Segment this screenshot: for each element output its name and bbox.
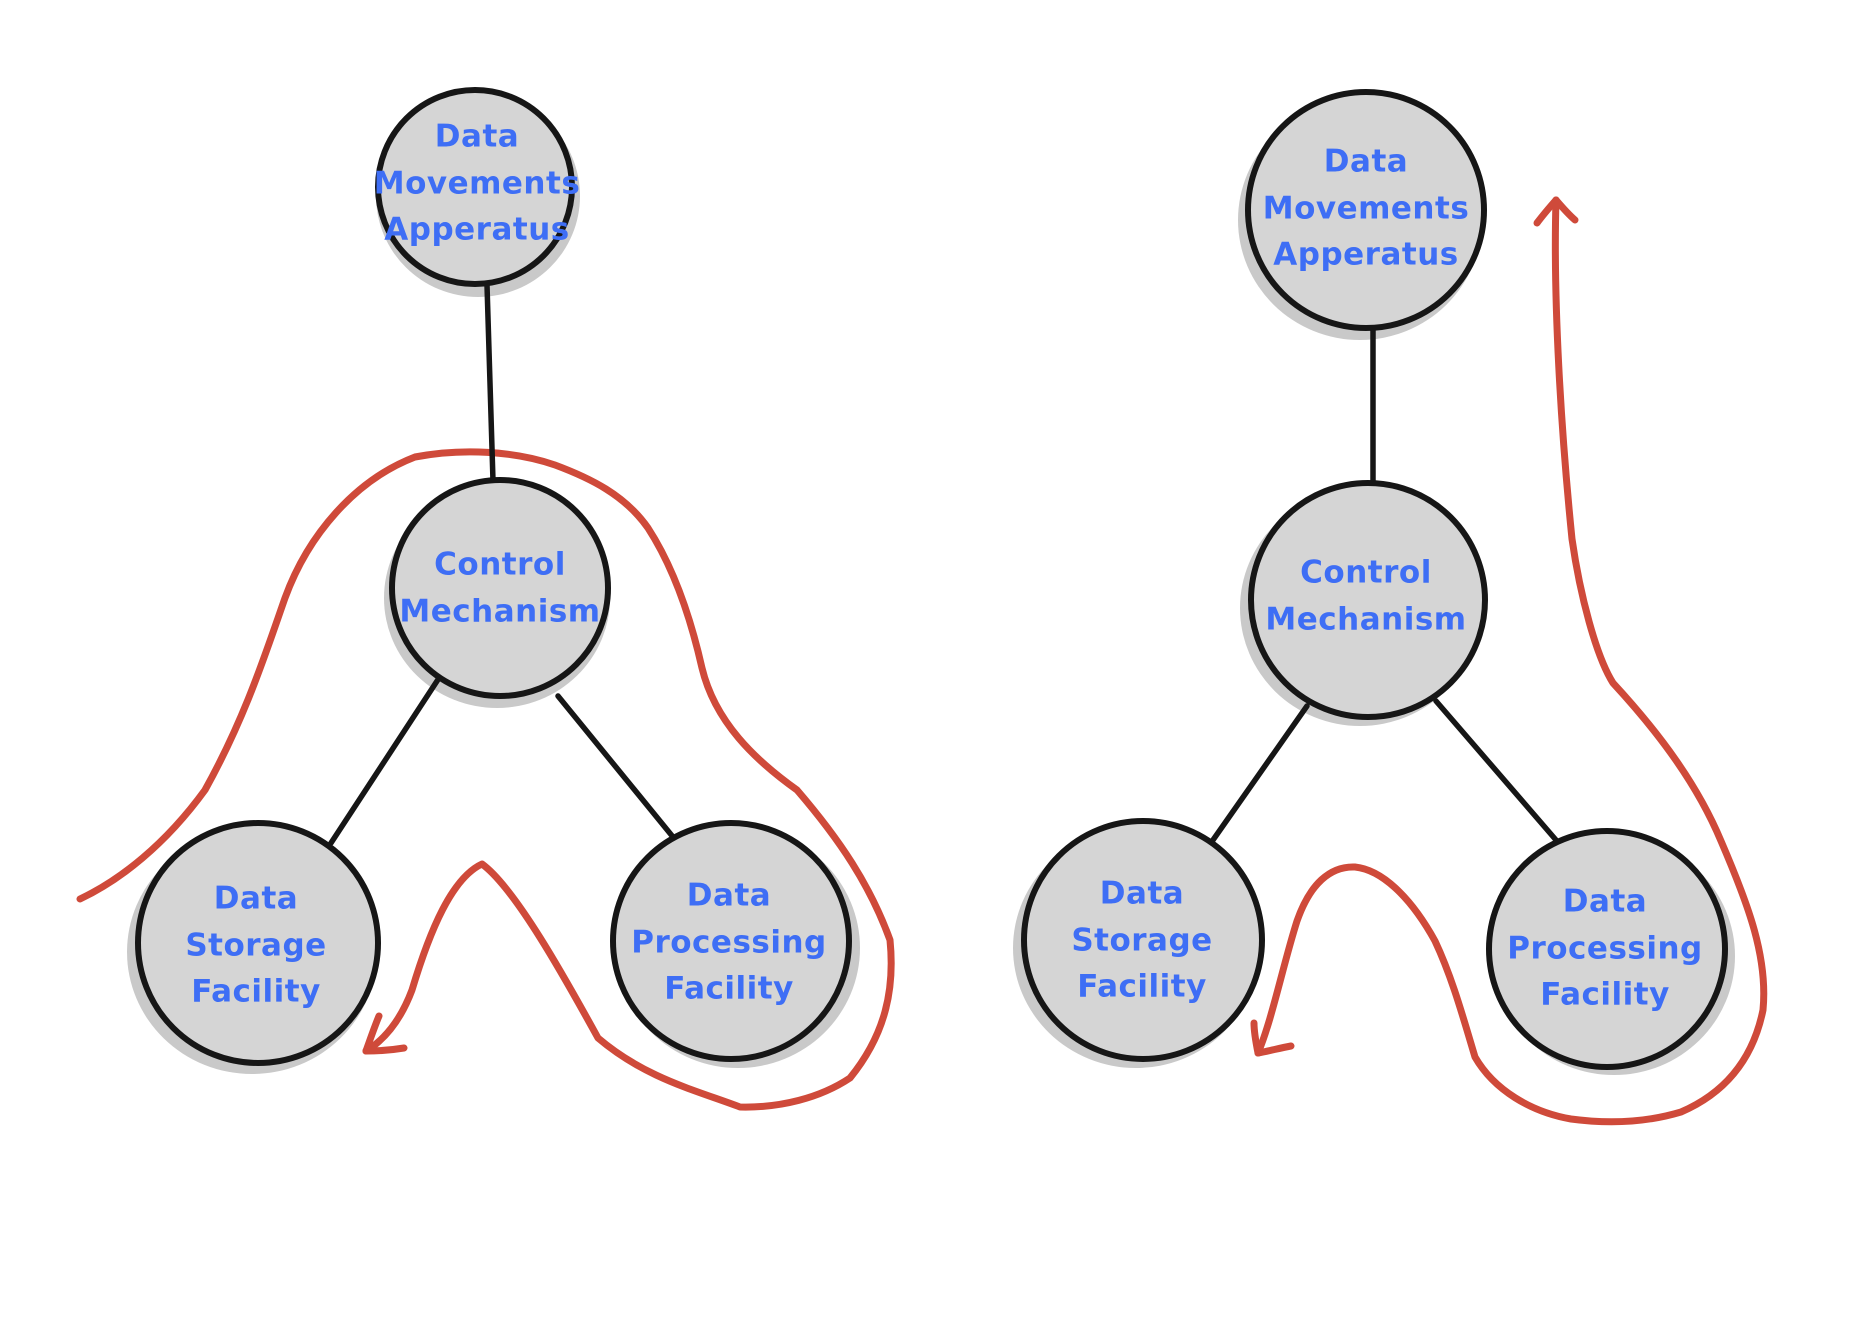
node-circle-right-data-processing <box>1486 828 1728 1070</box>
node-label-right-data-movements: Data Movements Apperatus <box>1262 143 1470 273</box>
node-label-left-data-processing: Data Processing Facility <box>631 877 827 1007</box>
arrowhead-left-barb-right <box>362 1044 408 1055</box>
arrowhead-right-top-barb-right <box>1552 196 1579 224</box>
node-circle-left-data-storage <box>135 820 381 1066</box>
node-label-left-data-movements: Data Movements Apperatus <box>373 118 581 248</box>
edge-right-control-processing <box>1433 698 1559 843</box>
node-label-left-control-mechanism: Control Mechanism <box>399 546 601 630</box>
node-label-right-data-storage: Data Storage Facility <box>1071 875 1213 1005</box>
node-label-left-data-storage: Data Storage Facility <box>185 880 327 1010</box>
node-circle-left-data-processing <box>610 820 852 1062</box>
arrowhead-right-bottom-barb-right <box>1254 1042 1295 1057</box>
red-annotation-right <box>1250 196 1768 1126</box>
node-circle-right-control-mechanism <box>1248 480 1488 720</box>
edge-left-control-storage <box>328 675 442 846</box>
edge-right-control-storage <box>1210 703 1310 843</box>
red-loop-path-right <box>1254 196 1768 1126</box>
edge-left-top-control <box>484 282 496 484</box>
node-circle-right-data-movements <box>1245 89 1487 331</box>
edge-left-control-processing <box>555 693 676 840</box>
red-annotation-left <box>76 448 895 1111</box>
node-label-right-data-processing: Data Processing Facility <box>1507 883 1703 1013</box>
node-label-right-control-mechanism: Control Mechanism <box>1265 554 1467 638</box>
node-circles <box>135 87 1728 1070</box>
node-circle-right-data-storage <box>1021 818 1265 1062</box>
arrowhead-right-bottom-barb-up <box>1250 1019 1262 1057</box>
red-loop-path-left <box>76 448 895 1111</box>
graph-edges <box>328 282 1559 846</box>
node-circle-left-control-mechanism <box>389 477 611 699</box>
node-circle-left-data-movements <box>375 87 575 287</box>
